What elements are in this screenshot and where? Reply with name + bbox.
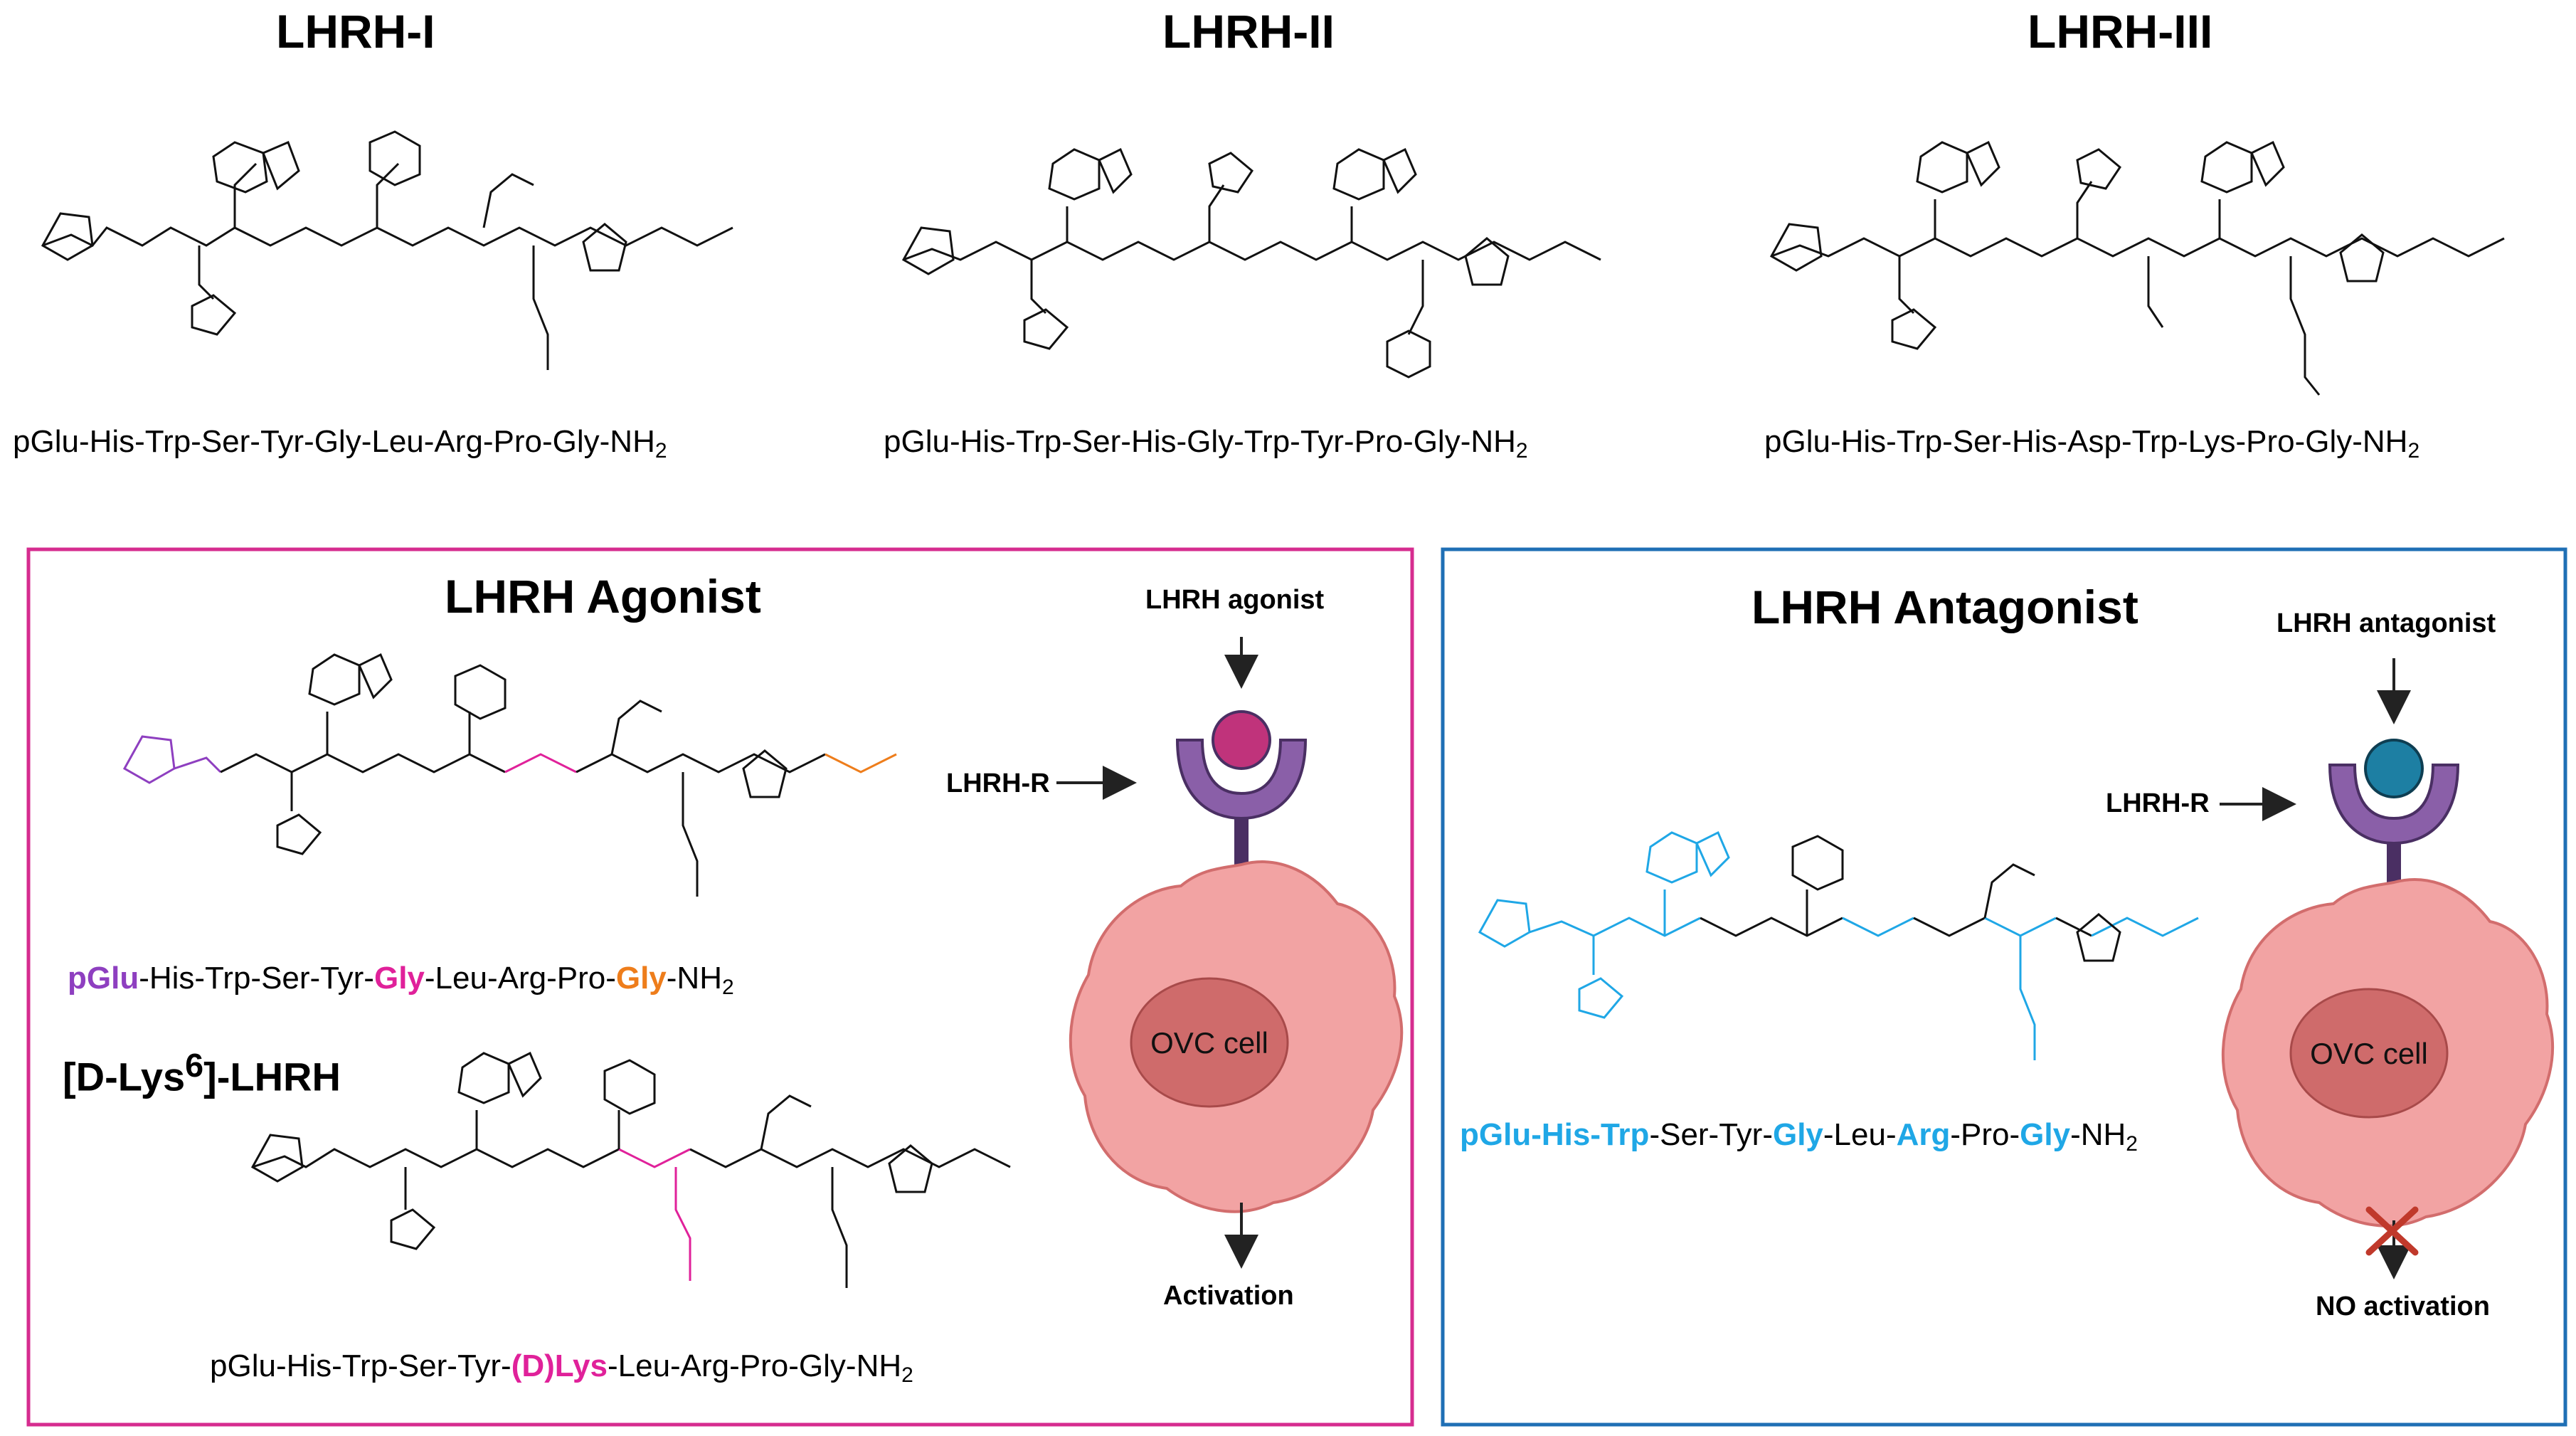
antagonist-structure <box>1478 830 2199 1060</box>
lhrh-ii-sequence: pGlu-His-Trp-Ser-His-Gly-Trp-Tyr-Pro-Gly… <box>884 424 1528 463</box>
agonist-seq-pglu: pGlu <box>68 961 139 996</box>
agonist-receptor <box>1175 739 1308 820</box>
antagonist-seq-gly6: Gly <box>1772 1117 1823 1152</box>
antagonist-cell-graphic <box>2220 658 2555 1279</box>
blocked-x-icon <box>2365 1206 2419 1256</box>
agonist-sequence: pGlu-His-Trp-Ser-Tyr-Gly-Leu-Arg-Pro-Gly… <box>68 961 734 1000</box>
agonist-seq-gly10: Gly <box>615 961 667 996</box>
antagonist-seq-part4: -Leu- <box>1823 1117 1897 1152</box>
antagonist-seq-part6: -Pro- <box>1950 1117 2020 1152</box>
agonist-title: LHRH Agonist <box>445 570 761 623</box>
antagonist-nucleus <box>2289 988 2449 1119</box>
antagonist-sequence: pGlu-His-Trp-Ser-Tyr-Gly-Leu-Arg-Pro-Gly… <box>1460 1117 2138 1156</box>
agonist-structure-2 <box>250 1051 1011 1288</box>
antagonist-seq-sub: 2 <box>2126 1132 2138 1156</box>
agonist-cell-graphic <box>1056 637 1404 1269</box>
dlys-sequence: pGlu-His-Trp-Ser-Tyr-(D)Lys-Leu-Arg-Pro-… <box>210 1348 913 1388</box>
agonist-seq-part2: -His-Trp-Ser-Tyr- <box>139 961 374 996</box>
antagonist-title: LHRH Antagonist <box>1751 581 2138 633</box>
agonist-seq-gly6: Gly <box>373 961 425 996</box>
agonist-ligand <box>1212 710 1271 770</box>
antagonist-seq-gly10: Gly <box>2020 1117 2071 1152</box>
lhrh-i-sequence: pGlu-His-Trp-Ser-Tyr-Gly-Leu-Arg-Pro-Gly… <box>13 424 667 463</box>
lhrh-iii-structure <box>1769 140 2505 396</box>
agonist-outcome-label: Activation <box>1163 1281 1294 1311</box>
antagonist-receptor <box>2328 764 2460 845</box>
dlys-seq-dlys: (D)Lys <box>511 1348 608 1383</box>
lhrh-ii-title: LHRH-II <box>1162 5 1335 58</box>
agonist-seq-sub: 2 <box>721 976 734 999</box>
antagonist-seq-arg: Arg <box>1896 1117 1951 1152</box>
antagonist-outcome-label: NO activation <box>2316 1292 2490 1321</box>
antagonist-panel-border <box>1441 547 2567 1427</box>
lhrh-iii-sequence: pGlu-His-Trp-Ser-His-Asp-Trp-Lys-Pro-Gly… <box>1764 424 2420 463</box>
lhrh-iii-title: LHRH-III <box>2028 5 2213 58</box>
lhrh-ii-structure <box>901 147 1601 379</box>
agonist-nucleus <box>1130 977 1289 1108</box>
lhrh-i-title: LHRH-I <box>276 5 435 58</box>
antagonist-cell-label: OVC cell <box>2310 1037 2428 1070</box>
agonist-cell-label: OVC cell <box>1150 1026 1268 1060</box>
lhrh-i-structure <box>41 130 733 370</box>
agonist-ligand-label: LHRH agonist <box>1145 585 1325 615</box>
antagonist-ligand <box>2364 739 2424 798</box>
dlys-seq-part1: pGlu-His-Trp-Ser-Tyr- <box>210 1348 512 1383</box>
antagonist-seq-part2: -Ser-Tyr- <box>1649 1117 1773 1152</box>
dlys-seq-sub: 2 <box>901 1363 913 1387</box>
antagonist-ligand-label: LHRH antagonist <box>2276 608 2496 638</box>
antagonist-seq-part8: -NH <box>2070 1117 2126 1152</box>
agonist-receptor-label: LHRH-R <box>946 769 1050 798</box>
dlys-seq-part3: -Leu-Arg-Pro-Gly-NH <box>607 1348 902 1383</box>
agonist-seq-part6: -NH <box>666 961 722 996</box>
agonist-panel-border <box>26 547 1414 1427</box>
agonist-receptor-stem <box>1234 818 1249 875</box>
dlys-title: [D-Lys6]-LHRH <box>63 1047 341 1099</box>
agonist-structure-1 <box>122 653 897 897</box>
agonist-seq-part4: -Leu-Arg-Pro- <box>424 961 616 996</box>
antagonist-seq-part1: pGlu-His-Trp <box>1460 1117 1650 1152</box>
antagonist-receptor-label: LHRH-R <box>2106 788 2210 818</box>
